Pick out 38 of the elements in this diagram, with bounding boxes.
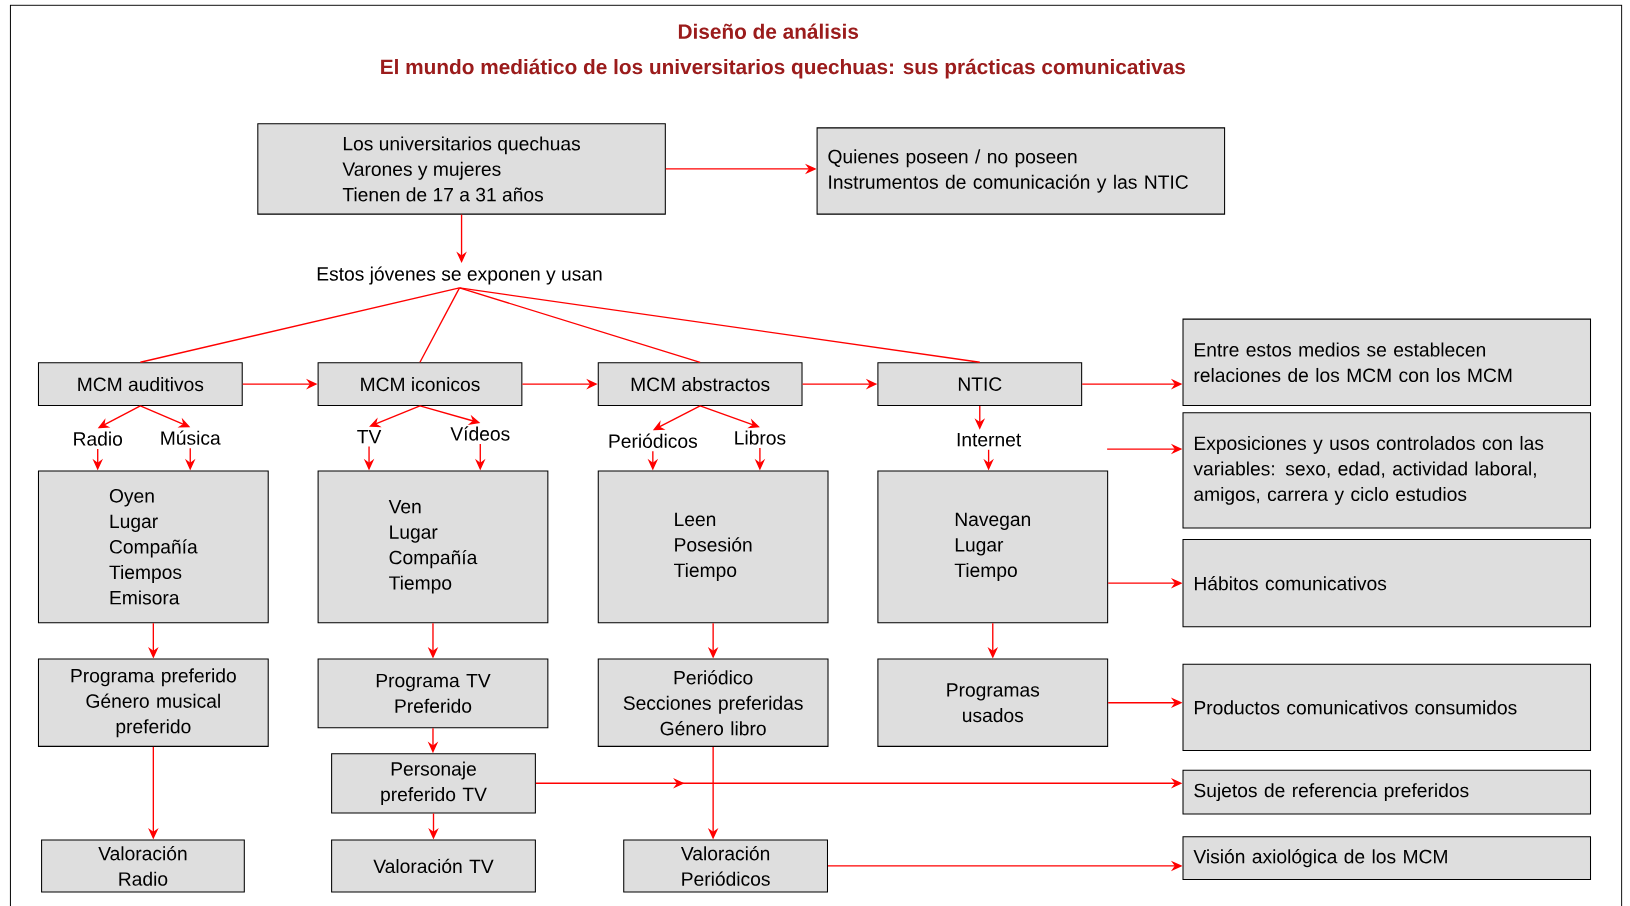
process-box: Sujetos de referencia preferidos (1182, 769, 1592, 815)
process-box: Productos comunicativos consumidos (1182, 663, 1592, 751)
process-box: Programa TV Preferido (317, 658, 549, 728)
process-box: Ven Lugar Compañía Tiempo (317, 470, 549, 623)
subtitle: El mundo mediático de los universitarios quechuas: sus prácticas comunicativas (381, 58, 1185, 79)
process-box: Programa preferido Género musical preferido (37, 658, 269, 747)
process-box: Navegan Lugar Tiempo (877, 470, 1109, 623)
connector-line (139, 286, 461, 363)
process-box: Valoración TV (331, 839, 536, 893)
process-box: MCM abstractos (597, 362, 803, 406)
title: Diseño de análisis (678, 23, 859, 39)
process-box: Leen Posesión Tiempo (597, 470, 829, 623)
process-box: Exposiciones y usos controlados con las variables: sexo, edad, actividad laboral, amigos, carrera y ciclo estudios (1182, 411, 1592, 529)
node-label: Vídeos (450, 426, 510, 441)
process-box: Quienes poseen / no poseen Instrumentos de comunicación y las NTIC (816, 127, 1226, 215)
node-label: Libros (735, 430, 786, 445)
node-label: TV (357, 429, 382, 443)
process-box: Oyen Lugar Compañía Tiempos Emisora (37, 470, 269, 623)
process-box: Los universitarios quechuas Varones y mujeres Tienen de 17 a 31 años (257, 122, 666, 215)
process-box: Periódico Secciones preferidas Género libro (597, 658, 829, 747)
process-box: Entre estos medios se establecen relaciones de los MCM con los MCM (1182, 318, 1592, 406)
node-label: Música (161, 430, 221, 445)
arrow (369, 405, 421, 427)
connector-line (458, 286, 981, 363)
process-box: Personaje preferido TV (331, 752, 536, 814)
process-box: Valoración Periódicos (623, 839, 828, 893)
process-box: MCM iconicos (317, 362, 523, 406)
node-label: Periódicos (609, 433, 697, 448)
process-box: Visión axiológica de los MCM (1182, 836, 1592, 880)
process-box: Hábitos comunicativos (1182, 538, 1592, 628)
process-box: Programas usados (877, 658, 1109, 747)
node-label: Estos jóvenes se exponen y usan (317, 266, 602, 285)
node-label: Radio (74, 431, 123, 446)
node-label: Internet (957, 432, 1022, 447)
process-box: MCM auditivos (37, 362, 243, 406)
process-box: Valoración Radio (41, 839, 245, 893)
process-box: NTIC (877, 362, 1083, 406)
connector-line (419, 286, 461, 363)
